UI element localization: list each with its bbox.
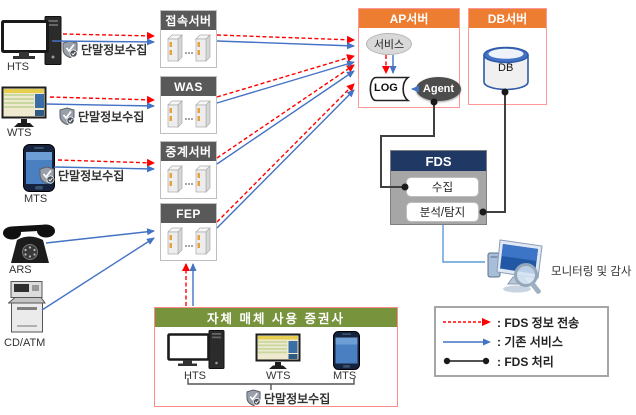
shield-icon [62,40,78,59]
database-icon [481,46,531,91]
monitoring-computer-icon [486,237,548,295]
server-title: WAS [161,77,216,96]
monitoring-line [442,225,485,263]
self-hts-label: HTS [184,370,206,382]
self-mts-label: MTS [333,370,357,382]
legend-box: : FDS 정보 전송 : 기존 서비스 : FDS 처리 [434,306,609,377]
collect-label: 단말정보수집 [58,169,125,183]
fds-analyze-node: 분석/탐지 [406,202,479,222]
legend-row-fds-process: : FDS 처리 [442,353,601,370]
dot-line-icon [443,357,490,365]
self-collect-group: 단말정보수집 [246,389,330,407]
server-box-relay: 중계서버 [160,141,217,199]
collect-label: 단말정보수집 [264,391,331,406]
shield-icon [246,389,261,407]
self-mts-phone-icon [333,331,360,370]
shield-icon [59,107,75,126]
agent-node: Agent [416,77,461,101]
legend-label: : 기존 서비스 [497,335,563,349]
log-store-icon [365,76,415,102]
server-title: 접속서버 [161,11,216,30]
collect-label: 단말정보수집 [81,43,148,57]
collect-label: 단말정보수집 [78,110,145,124]
fds-title: FDS [391,151,486,171]
db-server-title: DB서버 [469,9,546,28]
log-label: LOG [374,82,398,94]
legend-label: : FDS 정보 전송 [497,315,580,330]
hts-computer-icon [1,16,63,66]
legend-row-fds-transfer: : FDS 정보 전송 [442,314,601,331]
mts-collect-group: 단말정보수집 [39,166,124,185]
fds-collect-node: 수집 [406,177,479,197]
server-title: FEP [161,204,216,223]
wts-label: WTS [7,127,32,139]
server-rack-icon [161,96,216,133]
server-rack-icon [161,161,216,198]
monitoring-label: 모니터링 및 감사 [551,266,632,278]
red-dashed-arrow-icon [443,318,491,326]
server-rack-icon [161,30,216,67]
self-media-title: 자체 매체 사용 증권사 [155,308,397,327]
db-label: DB [498,62,514,74]
ars-label: ARS [9,264,32,276]
group-bracket [186,377,356,391]
server-box-fep: FEP [160,203,217,261]
wts-monitor-icon [1,86,48,129]
self-wts-label: WTS [266,370,291,382]
hts-label: HTS [7,61,29,73]
service-node: 서비스 [366,33,412,55]
legend-row-existing-service: : 기존 서비스 [442,333,601,350]
legend-label: : FDS 처리 [497,354,554,369]
blue-arrow-icon [443,338,491,345]
self-hts-computer-icon [167,330,225,370]
shield-icon [39,166,55,185]
cd-atm-icon [8,281,46,335]
server-rack-icon [161,223,216,260]
self-wts-monitor-icon [255,333,301,370]
hts-collect-group: 단말정보수집 [62,40,147,59]
server-box-access: 접속서버 [160,10,217,68]
ars-telephone-icon [1,224,59,264]
cd-atm-label: CD/ATM [4,337,46,349]
ap-server-title: AP서버 [359,9,459,28]
server-title: 중계서버 [161,142,216,161]
server-box-was: WAS [160,76,217,134]
mts-label: MTS [24,193,48,205]
wts-collect-group: 단말정보수집 [59,107,144,126]
